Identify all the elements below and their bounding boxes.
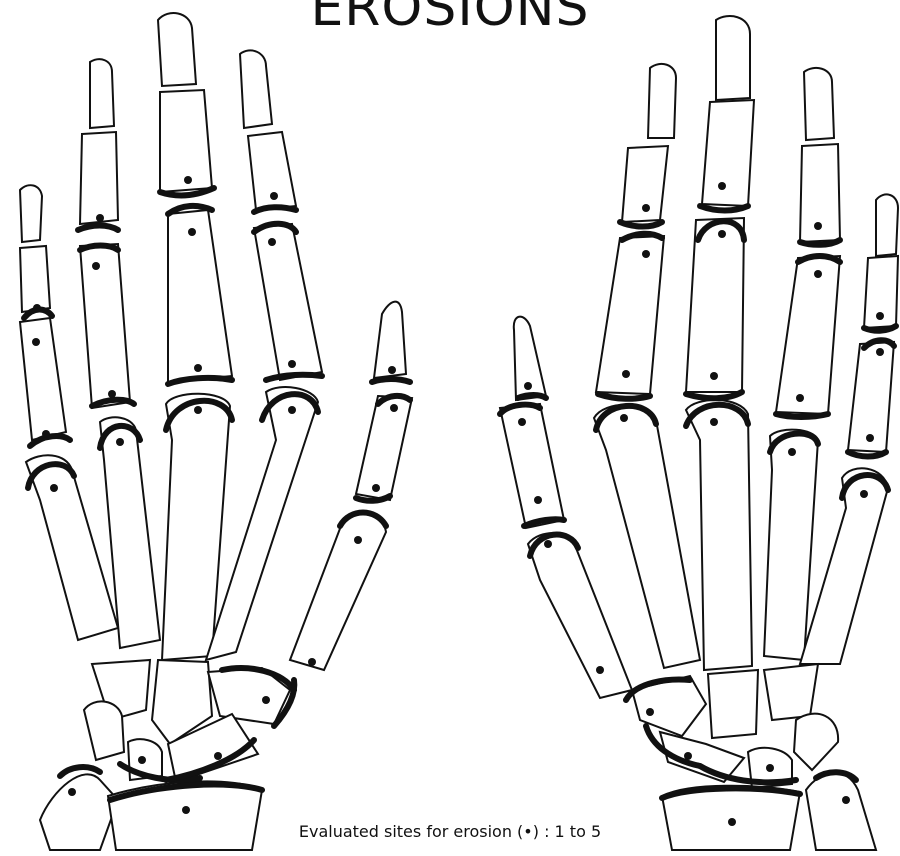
legend-caption: Evaluated sites for erosion (•) : 1 to 5 [0,822,900,841]
right-middle-finger [686,16,754,670]
right-index-finger [594,64,700,668]
left-carpals [84,660,290,782]
left-middle-finger [158,13,232,660]
right-hand [500,16,898,850]
left-hand [20,13,412,850]
